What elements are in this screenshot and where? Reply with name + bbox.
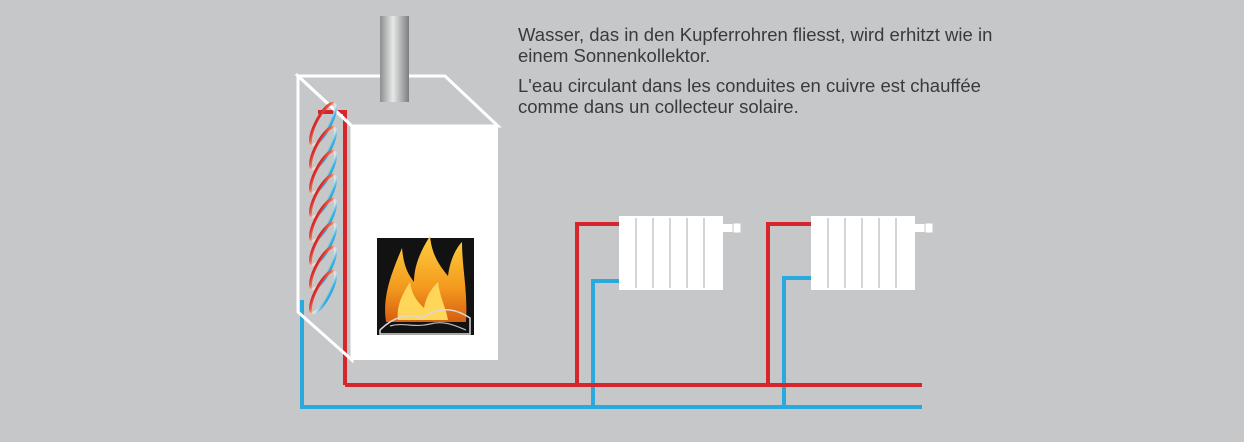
radiator-icon <box>811 216 934 290</box>
cold-return-main <box>300 300 922 409</box>
caption-german: Wasser, das in den Kupferrohren fliesst,… <box>518 24 993 66</box>
caption: Wasser, das in den Kupferrohren fliesst,… <box>518 24 1038 126</box>
chimney-icon <box>380 16 409 102</box>
fire-icon <box>379 236 471 335</box>
heating-coil <box>309 101 337 315</box>
hot-supply-radiator-1 <box>575 222 620 385</box>
cold-return-radiator-2 <box>782 276 812 407</box>
hot-supply-radiator-2 <box>766 222 812 385</box>
radiator-icon <box>619 216 742 290</box>
caption-french: L'eau circulant dans les conduites en cu… <box>518 75 981 117</box>
cold-return-radiator-1 <box>591 279 620 407</box>
cold-pipe-network <box>300 276 922 409</box>
hot-supply-riser <box>318 110 347 385</box>
stove-icon <box>294 16 502 364</box>
hot-pipe-network <box>318 110 922 387</box>
